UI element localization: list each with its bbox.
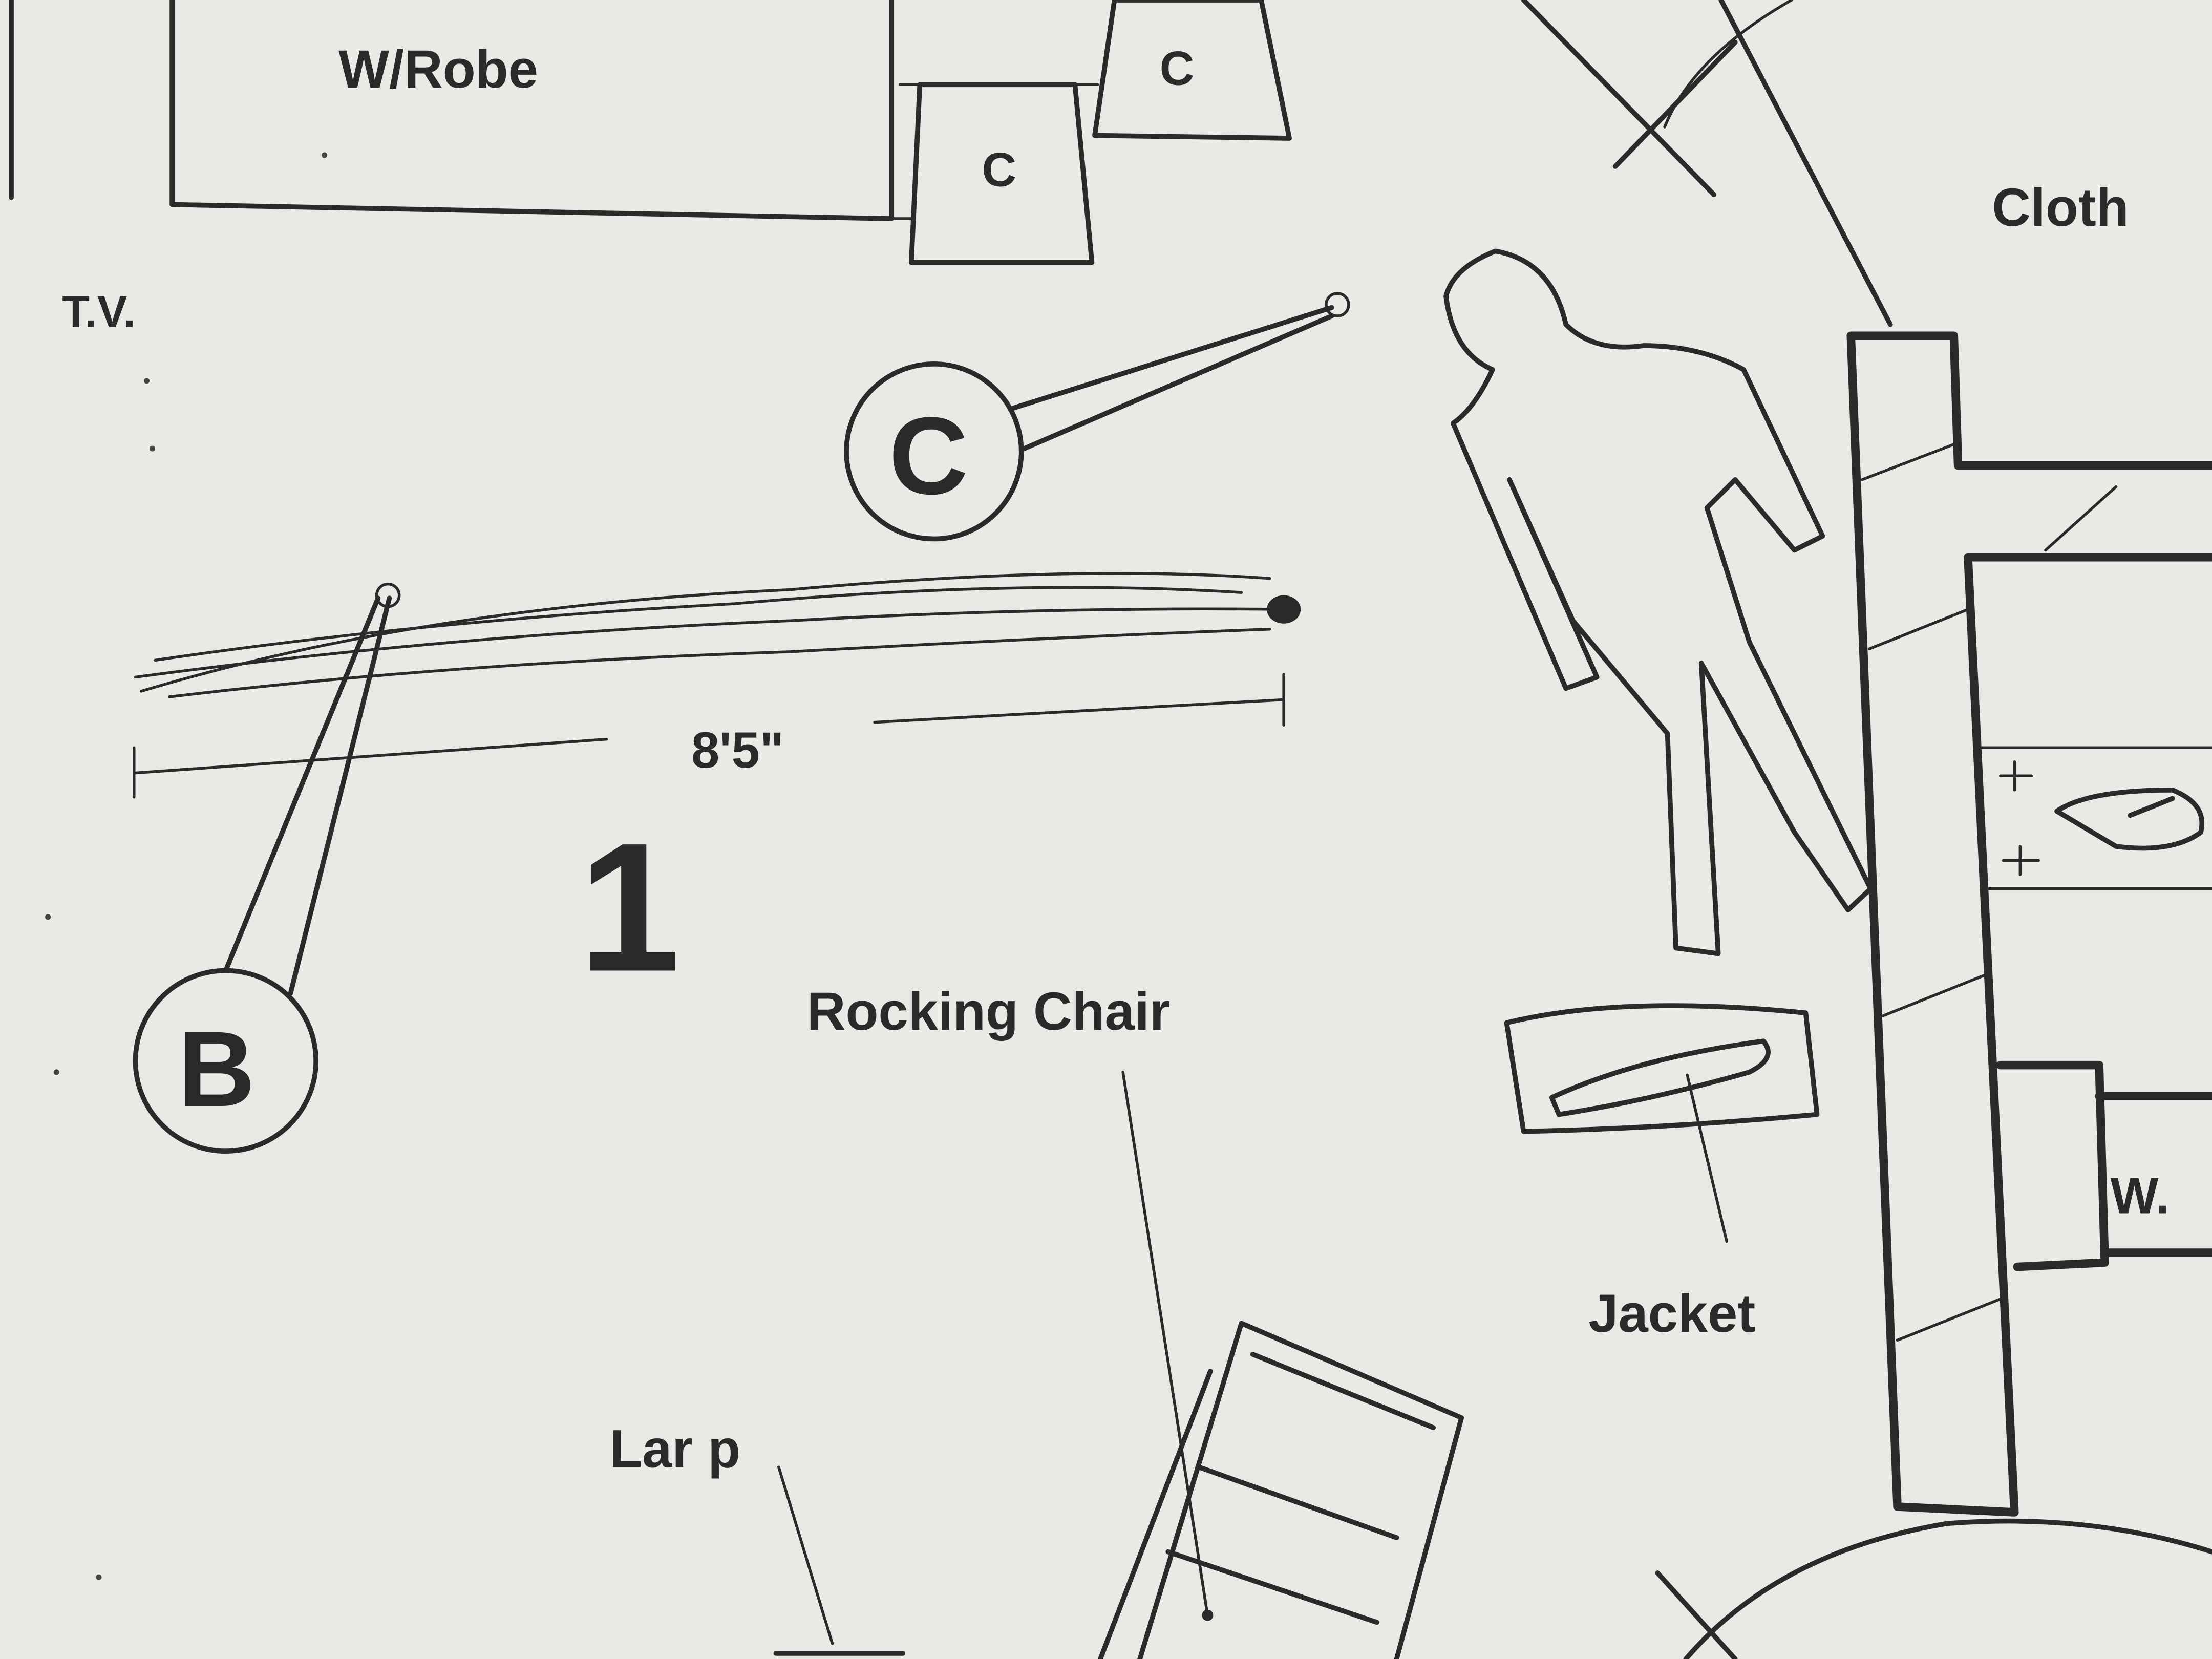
chair-1-label: C xyxy=(982,143,1017,197)
tv-label: T.V. xyxy=(62,286,136,337)
clothes-label: Cloth xyxy=(1992,178,2129,238)
chair-1: C xyxy=(890,82,1099,265)
chair-2-label: C xyxy=(1160,41,1195,95)
evidence-marker-b: B xyxy=(133,582,401,1154)
jacket-label: Jacket xyxy=(1588,1284,1755,1344)
distance-label: 8'5" xyxy=(691,722,784,779)
wardrobe: W/Robe xyxy=(169,0,895,221)
washer-label: W. xyxy=(2111,1167,2170,1224)
wall-structure: W. xyxy=(1846,331,2212,1517)
distance-measurement: 8'5" xyxy=(132,673,1285,799)
lamp: Lar p xyxy=(609,1419,906,1656)
rocking-chair-label: Rocking Chair xyxy=(807,982,1171,1041)
paper-specks xyxy=(45,152,328,1580)
marker-b-label: B xyxy=(178,1009,255,1129)
body-outline xyxy=(1443,248,1874,956)
wardrobe-label: W/Robe xyxy=(338,39,538,99)
evidence-marker-c: C xyxy=(844,292,1350,542)
room-number: 1 xyxy=(579,805,680,1010)
door-arc-bottom xyxy=(1655,1518,2212,1659)
jacket: Jacket xyxy=(1504,1003,1820,1344)
lamp-label: Lar p xyxy=(609,1419,740,1479)
door-arc xyxy=(1663,0,1793,129)
rocking-chair: Rocking Chair xyxy=(807,982,1464,1659)
chair-2: C xyxy=(1092,0,1292,141)
marker-c-label: C xyxy=(889,394,968,517)
